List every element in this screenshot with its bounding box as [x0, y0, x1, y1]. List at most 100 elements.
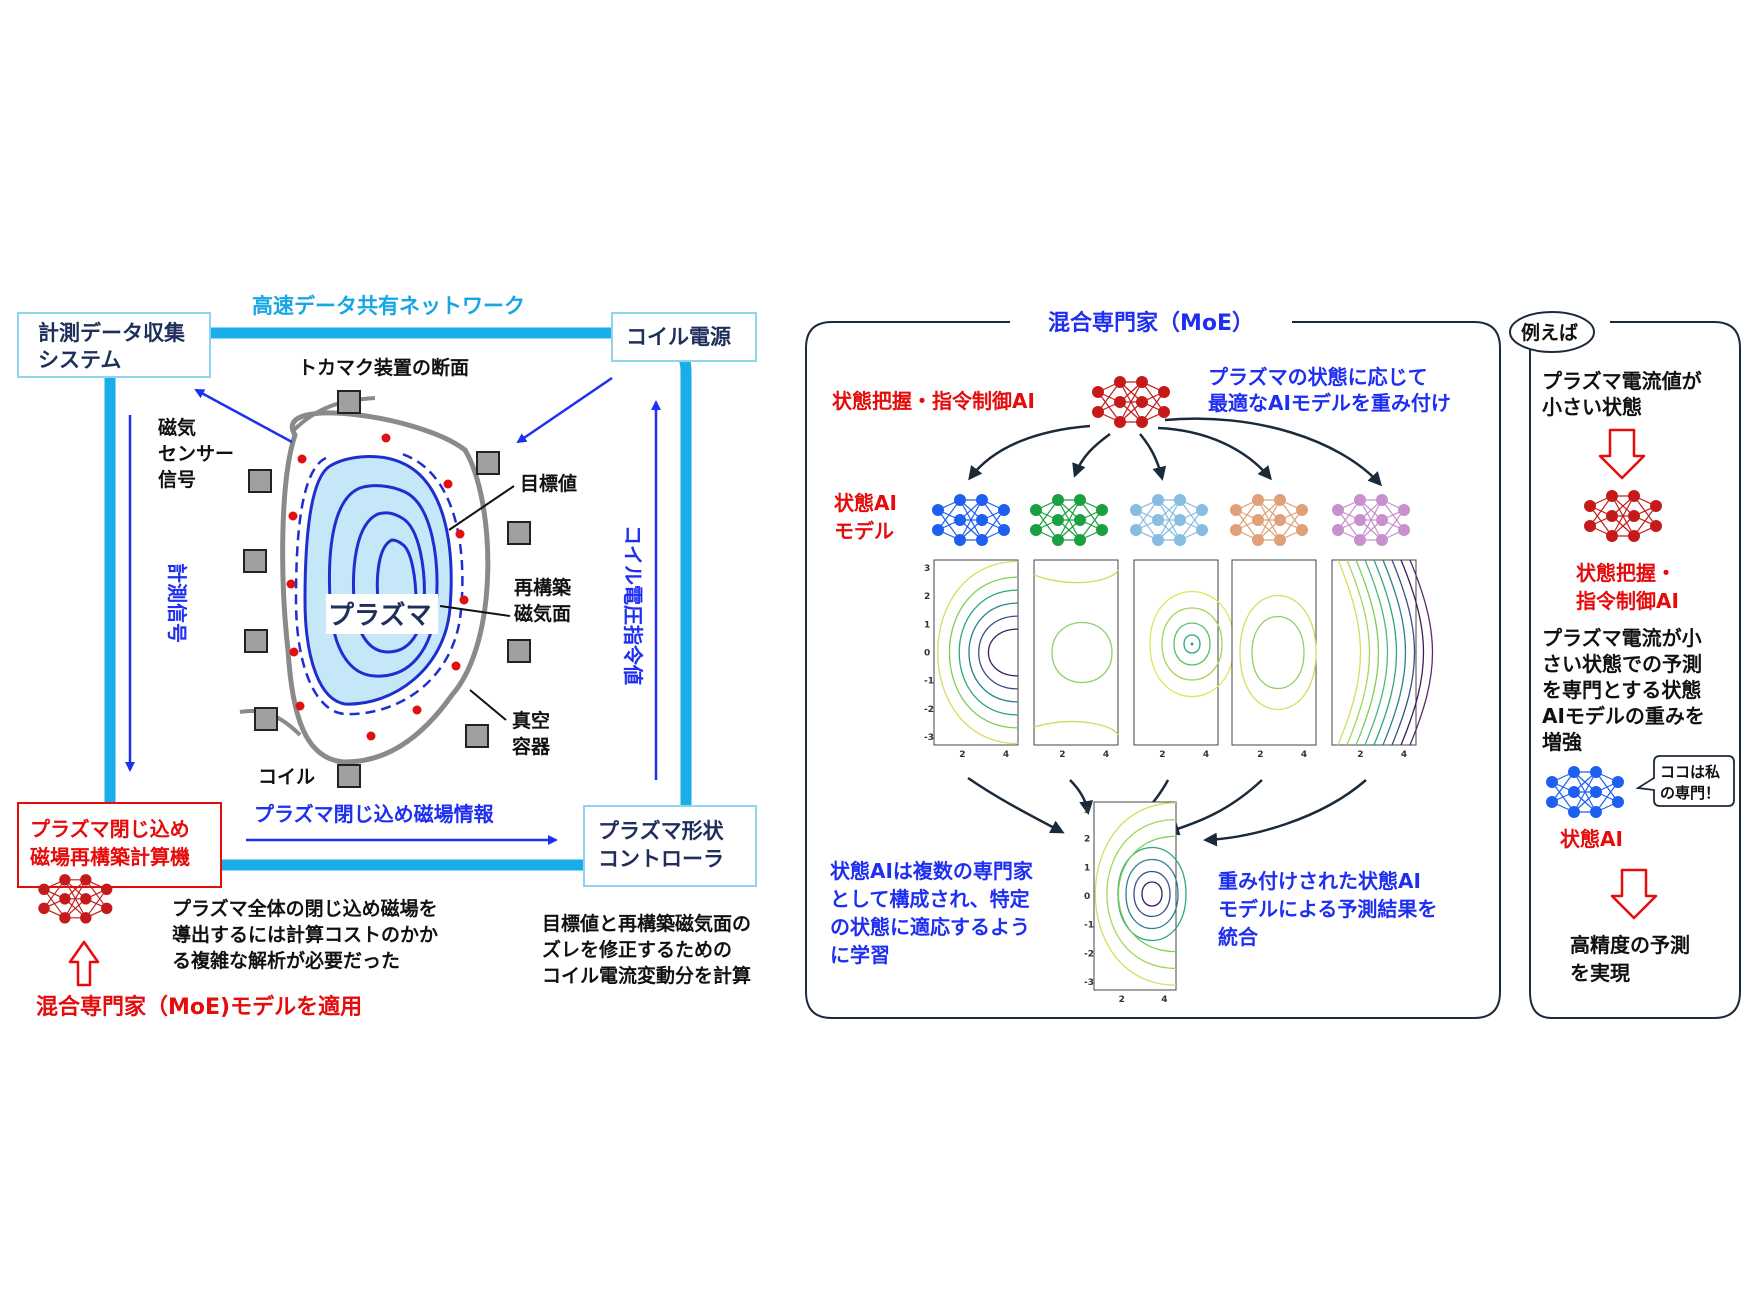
nn-edge [1035, 499, 1059, 531]
vacuum-vessel-label-1: 真空 [512, 709, 550, 732]
nn-edge [1359, 499, 1383, 541]
left-panel: 高速データ共有ネットワーク 計測データ収集 システム コイル電源 トカマク装置の… [17, 294, 757, 1020]
nn-node [1398, 504, 1410, 516]
nn-node [1252, 494, 1264, 506]
contour-line [1346, 559, 1371, 746]
combine-arrow [967, 776, 1065, 834]
sensor-dot [459, 595, 469, 605]
desc-cost-3: る複雑な解析が必要だった [172, 949, 400, 972]
middle-panel: 混合専門家（MoE） 状態把握・指令制御AI プラズマの状態に応じて 最適なAI… [805, 302, 1501, 1019]
contour-line [1183, 634, 1201, 654]
nn-node [1158, 386, 1170, 398]
flux-surface-3 [351, 511, 426, 654]
sensor-dot [295, 701, 305, 711]
reconstructed-label-2: 磁気面 [514, 602, 571, 625]
strengthen-5: 増強 [1542, 730, 1582, 754]
nn-node [1274, 514, 1286, 526]
nn-node [1074, 494, 1086, 506]
magnetic-sensor-label-2: センサー [158, 443, 234, 465]
sensor-dot [286, 579, 296, 589]
coil-voltage-label: コイル電圧指令値 [621, 525, 645, 685]
coil-square [243, 549, 267, 573]
nn-node [1612, 796, 1624, 808]
contour-line [987, 628, 1019, 677]
x-tick-label: 4 [1301, 750, 1307, 760]
measure-box [17, 312, 211, 378]
nn-node [1354, 534, 1366, 546]
gating-network-icon [1092, 376, 1170, 428]
nn-node [1376, 494, 1388, 506]
nn-node [1274, 494, 1286, 506]
nn-node [1606, 490, 1618, 502]
reconstructed-leader [439, 605, 511, 617]
right-state-ai: 状態AI [1560, 827, 1623, 851]
contour-line [1117, 835, 1177, 953]
nn-edge [1119, 381, 1143, 423]
gating-network-icon [1584, 490, 1662, 542]
nn-node [1136, 396, 1148, 408]
right-gating-1: 状態把握・ [1576, 561, 1676, 585]
nn-edge [1257, 499, 1281, 541]
coil-square [248, 469, 272, 493]
nn-node [1546, 796, 1558, 808]
coil-power-label: コイル電源 [626, 325, 731, 349]
confine-info-label: プラズマ閉じ込め磁場情報 [254, 802, 495, 826]
nn-edge [1235, 499, 1259, 531]
nn-node [1114, 416, 1126, 428]
coil-square [244, 629, 268, 653]
nn-node [954, 494, 966, 506]
nn-node [38, 902, 50, 914]
case-line-1: プラズマ電流値が [1542, 369, 1702, 393]
contour-line [968, 602, 1019, 703]
bubble-line-1: ココは私 [1660, 763, 1720, 781]
contour-line [937, 560, 1019, 745]
nn-node [1332, 524, 1344, 536]
contour-line [1251, 616, 1305, 689]
nn-node [976, 534, 988, 546]
strengthen-1: プラズマ電流が小 [1542, 626, 1702, 650]
nn-node [1152, 514, 1164, 526]
nn-node [1590, 806, 1602, 818]
nn-node [1114, 376, 1126, 388]
nn-node [1130, 524, 1142, 536]
nn-node [1650, 520, 1662, 532]
integrate-desc-1: 重み付けされた状態AI [1218, 869, 1421, 893]
arrow-to-measure [194, 388, 293, 444]
nn-node [1650, 500, 1662, 512]
nn-node [1174, 494, 1186, 506]
nn-node [1628, 530, 1640, 542]
nn-edge [981, 509, 1005, 541]
plot-frame [1133, 559, 1219, 746]
contour-line [1141, 881, 1163, 907]
nn-edge [937, 499, 961, 531]
nn-edge [1141, 391, 1165, 423]
gating-arrow [1139, 433, 1167, 481]
reconstruct-box-line1: プラズマ閉じ込め [30, 817, 190, 841]
expert-desc-1: 状態AIは複数の専門家 [830, 859, 1034, 883]
nn-node [80, 893, 92, 905]
desc-cost-1: プラズマ全体の閉じ込め磁場を [172, 897, 438, 920]
nn-node [1152, 494, 1164, 506]
example-badge [1509, 311, 1595, 353]
nn-node [101, 902, 113, 914]
contour-line [1373, 559, 1398, 746]
expert-network-icon [1230, 494, 1308, 546]
contour-line [1173, 622, 1211, 666]
desc-cost-2: 導出するには計算コストのかか [172, 923, 438, 946]
gating-label: 状態把握・指令制御AI [832, 389, 1035, 413]
sensor-dot [381, 433, 391, 443]
nn-node [1398, 524, 1410, 536]
expert-desc-4: に学習 [830, 943, 890, 967]
x-tick-label: 4 [1401, 750, 1407, 760]
magnetic-sensors [286, 433, 469, 741]
y-tick-label: -3 [924, 733, 934, 743]
strengthen-2: さい状態での予測 [1542, 652, 1702, 676]
result-1: 高精度の予測 [1570, 933, 1690, 957]
nn-node [1376, 534, 1388, 546]
contour-line [948, 576, 1019, 729]
network-label: 高速データ共有ネットワーク [252, 294, 525, 318]
nn-node [1354, 494, 1366, 506]
plot-frame [1331, 559, 1417, 746]
gating-arrow [1157, 426, 1272, 481]
